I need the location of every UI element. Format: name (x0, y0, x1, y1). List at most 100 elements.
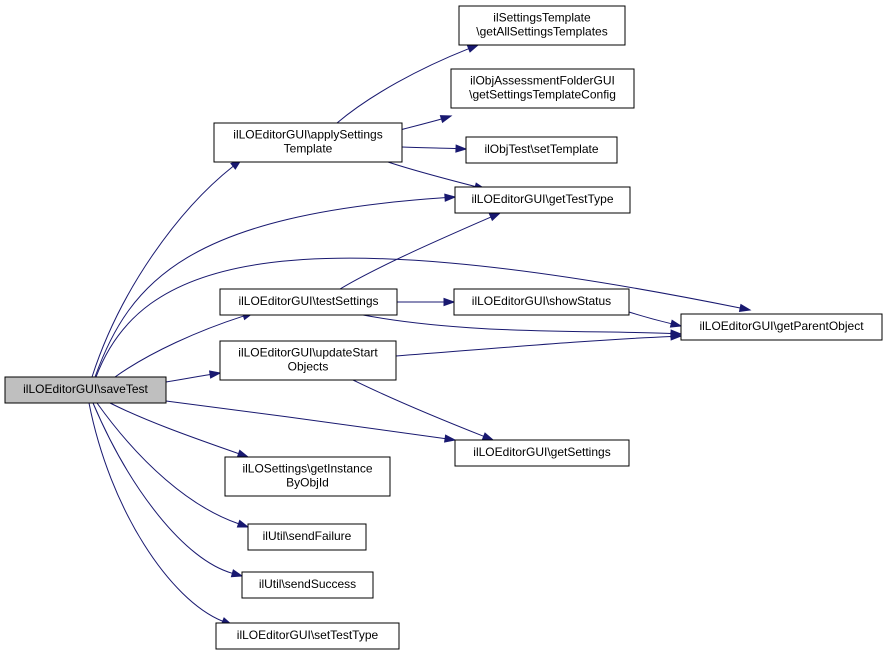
edge-saveTest-to-getInstanceByObjId (109, 402, 250, 458)
nodes: ilLOEditorGUI\saveTest ilLOEditorGUI\appl… (4, 5, 883, 650)
arrowhead-icon (208, 370, 222, 379)
node-label: Template (284, 142, 333, 156)
edge-saveTest-to-getSettings (165, 400, 457, 443)
arrowhead-icon (466, 44, 480, 53)
node-label: ilLOEditorGUI\applySettings (233, 128, 382, 142)
node-setTestType[interactable]: ilLOEditorGUI\setTestType (215, 622, 400, 650)
arrowhead-icon (443, 297, 456, 307)
edge-updateStartObjects-to-getSettings (352, 379, 495, 441)
edge-saveTest-to-getParentObject (95, 257, 752, 378)
node-label: ilLOEditorGUI\saveTest (23, 382, 148, 396)
edge-applySettingsTemplate-to-getSettingsTemplateConfig (399, 115, 453, 131)
node-getSettings[interactable]: ilLOEditorGUI\getSettings (454, 439, 630, 467)
edge-line (165, 400, 446, 440)
arrowhead-icon (481, 432, 495, 441)
edge-line (352, 379, 484, 437)
edge-updateStartObjects-to-getParentObject (395, 332, 683, 357)
arrowhead-icon (236, 519, 250, 528)
edge-line (88, 402, 223, 622)
node-label: ilLOEditorGUI\updateStart (238, 346, 378, 360)
node-box (219, 288, 398, 316)
node-label: ilObjTest\setTemplate (484, 142, 598, 156)
arrowhead-icon (669, 319, 683, 328)
edge-saveTest-to-applySettingsTemplate (91, 159, 243, 378)
edge-saveTest-to-updateStartObjects (165, 370, 222, 383)
node-box (247, 523, 367, 551)
edge-line (628, 311, 672, 325)
node-box (224, 456, 391, 497)
node-box (680, 313, 883, 341)
node-label: ilSettingsTemplate (493, 11, 591, 25)
edge-line (94, 197, 446, 378)
node-saveTest[interactable]: ilLOEditorGUI\saveTest (4, 376, 167, 404)
node-showStatus[interactable]: ilLOEditorGUI\showStatus (453, 288, 630, 316)
node-sendFailure[interactable]: ilUtil\sendFailure (247, 523, 367, 551)
node-box (453, 288, 630, 316)
edge-testSettings-to-showStatus (397, 297, 456, 307)
edge-applySettingsTemplate-to-getTestType (387, 161, 487, 191)
node-box (465, 136, 618, 164)
node-getSettingsTemplateConfig[interactable]: ilObjAssessmentFolderGUI\getSettingsTemp… (450, 68, 635, 109)
edge-line (165, 373, 211, 383)
arrowhead-icon (455, 144, 468, 153)
node-label: ilUtil\sendFailure (263, 529, 352, 543)
arrowhead-icon (670, 332, 683, 341)
edge-line (114, 315, 244, 378)
node-box (458, 5, 626, 46)
edge-showStatus-to-getParentObject (628, 311, 683, 328)
edge-applySettingsTemplate-to-setTemplate (401, 144, 468, 153)
node-label: ilLOEditorGUI\getTestType (471, 192, 613, 206)
arrowhead-icon (444, 193, 457, 202)
node-setTemplate[interactable]: ilObjTest\setTemplate (465, 136, 618, 164)
arrowhead-icon (738, 303, 752, 313)
edge-saveTest-to-sendSuccess (92, 402, 244, 578)
arrowhead-icon (236, 449, 250, 458)
node-box (219, 340, 397, 381)
edge-line (92, 402, 233, 574)
node-sendSuccess[interactable]: ilUtil\sendSuccess (241, 571, 374, 599)
node-box (215, 622, 400, 650)
arrowhead-icon (444, 434, 457, 443)
node-getAllSettingsTemplates[interactable]: ilSettingsTemplate\getAllSettingsTemplat… (458, 5, 626, 46)
edge-line (91, 165, 234, 378)
edge-line (395, 335, 672, 357)
edge-saveTest-to-sendFailure (96, 402, 250, 528)
node-label: \getSettingsTemplateConfig (469, 88, 616, 102)
node-label: Objects (288, 360, 329, 374)
node-label: ByObjId (286, 476, 329, 490)
node-label: ilLOEditorGUI\testSettings (238, 294, 378, 308)
edge-line (336, 48, 469, 124)
arrowhead-icon (439, 115, 453, 124)
arrowhead-icon (488, 212, 502, 222)
edge-line (96, 402, 239, 525)
edge-line (109, 402, 239, 455)
edge-testSettings-to-getParentObject (362, 314, 683, 338)
node-box (213, 122, 403, 163)
node-label: ilLOSettings\getInstance (242, 462, 372, 476)
edge-line (399, 118, 442, 131)
edge-saveTest-to-getTestType (94, 193, 457, 378)
node-getParentObject[interactable]: ilLOEditorGUI\getParentObject (680, 313, 883, 341)
edge-line (362, 314, 672, 335)
node-label: ilObjAssessmentFolderGUI (470, 74, 615, 88)
arrowhead-icon (230, 569, 244, 578)
node-label: ilLOEditorGUI\getParentObject (699, 319, 864, 333)
edge-line (339, 216, 492, 290)
node-label: \getAllSettingsTemplates (476, 25, 607, 39)
edge-line (401, 146, 457, 150)
node-label: ilLOEditorGUI\getSettings (473, 445, 610, 459)
node-box (241, 571, 374, 599)
node-box (4, 376, 167, 404)
node-label: ilLOEditorGUI\showStatus (472, 294, 611, 308)
node-testSettings[interactable]: ilLOEditorGUI\testSettings (219, 288, 398, 316)
node-getTestType[interactable]: ilLOEditorGUI\getTestType (454, 186, 631, 214)
edge-line (95, 257, 741, 378)
edge-saveTest-to-setTestType (88, 402, 234, 626)
edges (88, 44, 752, 626)
edge-line (387, 161, 476, 187)
node-label: ilLOEditorGUI\setTestType (237, 628, 379, 642)
